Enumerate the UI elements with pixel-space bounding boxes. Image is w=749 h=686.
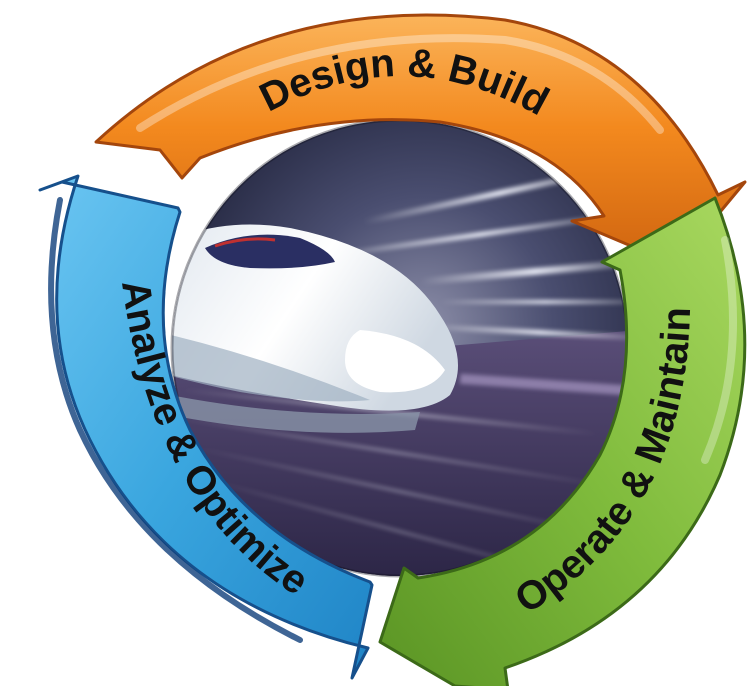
analyze-optimize-arrow bbox=[38, 174, 374, 680]
operate-maintain-arrow bbox=[378, 196, 747, 686]
design-build-arrow bbox=[94, 13, 747, 267]
